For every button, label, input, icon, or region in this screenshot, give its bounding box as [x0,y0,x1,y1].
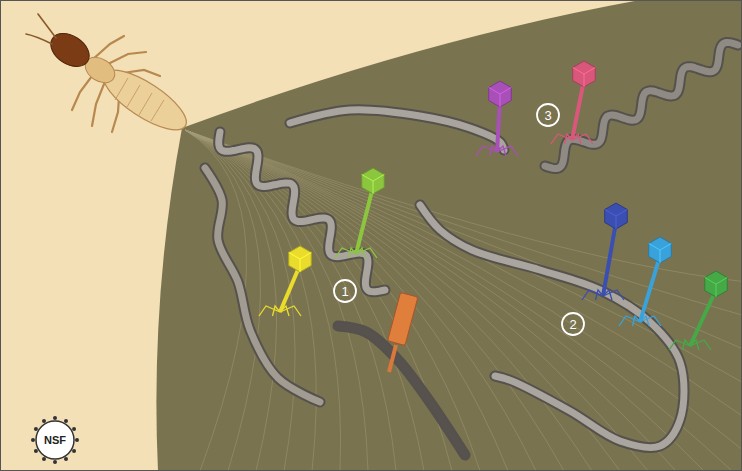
gut-region [156,0,742,471]
gut-strand [185,130,536,471]
gut-strand [185,130,704,471]
phages [259,61,727,372]
spirochete-outline [338,326,465,455]
logo-star [75,438,79,442]
spirochete-outline [219,132,385,292]
phage [582,203,627,300]
callout-number: 1 [341,284,348,299]
callout-number-holder: 1 [341,284,348,299]
logo-star [64,457,68,461]
gut-strand [185,130,732,471]
gut-strand [185,130,742,382]
logo-star [31,438,35,442]
gut-strand [185,130,396,471]
gut-strand [185,130,742,349]
nsf-logo [31,416,79,464]
gut-strand [185,130,742,449]
callout-number: 3 [544,108,551,123]
gut-strand [185,130,592,471]
spirochete [290,110,504,150]
gut-strand [185,130,480,471]
logo-text: NSF [44,434,66,446]
callout-number-holder: 3 [544,108,551,123]
phage [476,81,518,156]
spirochetes [205,42,738,455]
gut-strand [185,130,260,471]
spirochete-outline [290,110,504,150]
gut-strand [185,130,424,471]
logo-star [72,449,76,453]
phage [551,61,595,144]
gut-strand [185,130,676,471]
callout-number-holder: 2 [569,317,576,332]
logo-star [64,419,68,423]
termite [26,14,195,140]
spirochete [420,205,684,448]
callout-number: 2 [569,317,576,332]
logo-star [42,419,46,423]
logo-text-holder: NSF [44,434,66,446]
gut-strands [185,130,742,471]
logo-star [42,457,46,461]
gut-strand [185,130,742,416]
phage [259,246,311,316]
phage [619,237,671,326]
rod-phage [388,292,418,372]
logo-star [53,460,57,464]
spirochete [219,132,385,292]
spirochete [338,326,465,455]
logo-star [53,416,57,420]
phage [335,168,384,258]
spirochete-outline [545,42,738,168]
callout-circles [334,104,584,335]
spirochete [545,42,738,168]
gut-strand [185,130,508,471]
gut-strand [185,130,564,471]
logo-star [34,427,38,431]
gut-strand [185,130,620,471]
spirochete-outline [420,205,684,448]
spirochete-outline [205,168,320,402]
spirochete [205,168,320,402]
logo-star [72,427,76,431]
phage [669,271,727,350]
gut-strand [185,130,742,315]
gut-strand [185,130,742,281]
logo-star [34,449,38,453]
